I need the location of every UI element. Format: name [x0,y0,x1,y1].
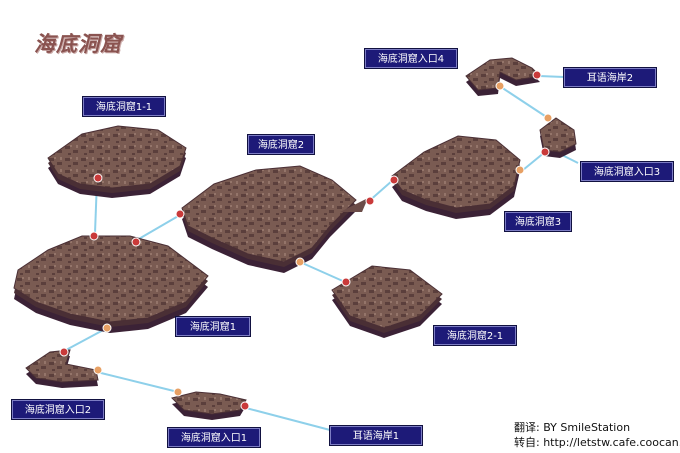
island-entrance-2 [25,349,99,388]
label-entrance-3[interactable]: 海底洞窟入口3 [580,161,674,182]
portal-marker-icon[interactable] [532,70,542,80]
path-1-to-entrance2 [65,327,108,351]
island-cave-3 [391,135,521,219]
path-entrance3-to-entrance4 [500,86,549,119]
island-entrance-4 [465,57,542,96]
label-entrance-2[interactable]: 海底洞窟入口2 [11,399,105,420]
portal-marker-icon[interactable] [365,196,375,206]
label-coast-2[interactable]: 耳语海岸2 [563,67,657,88]
portal-marker-icon[interactable] [389,175,399,185]
path-3-to-entrance3 [522,151,546,171]
label-cave-2-1[interactable]: 海底洞窟2-1 [433,325,517,346]
portal-markers [59,70,553,411]
portal-marker-icon[interactable] [173,387,183,397]
path-entrance4-to-coast2 [538,75,565,78]
label-cave-3[interactable]: 海底洞窟3 [504,211,572,232]
island-entrance-3 [539,117,577,158]
path-1-to-2 [136,214,181,241]
portal-marker-icon[interactable] [175,209,185,219]
label-entrance-1[interactable]: 海底洞窟入口1 [167,427,261,448]
label-coast-1[interactable]: 耳语海岸1 [329,425,423,446]
island-cave-1 [13,235,209,333]
path-entrance1-to-coast1 [245,407,331,431]
island-cave-2-1 [331,265,443,338]
portal-marker-icon[interactable] [93,365,103,375]
portal-marker-icon[interactable] [495,81,505,91]
credit-translator: 翻译: BY SmileStation [514,421,631,434]
credit-source: 转自: http://letstw.cafe.coocan.jp/ [514,436,680,449]
portal-marker-icon[interactable] [543,113,553,123]
portal-marker-icon[interactable] [515,165,525,175]
island-cave-1-1 [47,125,187,198]
portal-marker-icon[interactable] [93,173,103,183]
portal-marker-icon[interactable] [102,323,112,333]
island-entrance-1 [171,391,247,420]
path-entrance2-to-entrance1 [96,371,179,393]
label-cave-1[interactable]: 海底洞窟1 [175,316,251,337]
portal-marker-icon[interactable] [59,347,69,357]
portal-marker-icon[interactable] [341,277,351,287]
label-cave-1-1[interactable]: 海底洞窟1-1 [82,96,166,117]
page-title: 海底洞窟 [34,31,122,56]
translation-credit: 翻译: BY SmileStation 转自: http://letstw.ca… [514,420,680,450]
portal-marker-icon[interactable] [131,237,141,247]
label-cave-2[interactable]: 海底洞窟2 [247,134,315,155]
path-2-to-2-1 [299,261,346,283]
portal-marker-icon[interactable] [295,257,305,267]
label-entrance-4[interactable]: 海底洞窟入口4 [364,48,458,69]
island-cave-2 [181,165,368,273]
portal-marker-icon[interactable] [89,231,99,241]
portal-marker-icon[interactable] [240,401,250,411]
portal-marker-icon[interactable] [540,147,550,157]
